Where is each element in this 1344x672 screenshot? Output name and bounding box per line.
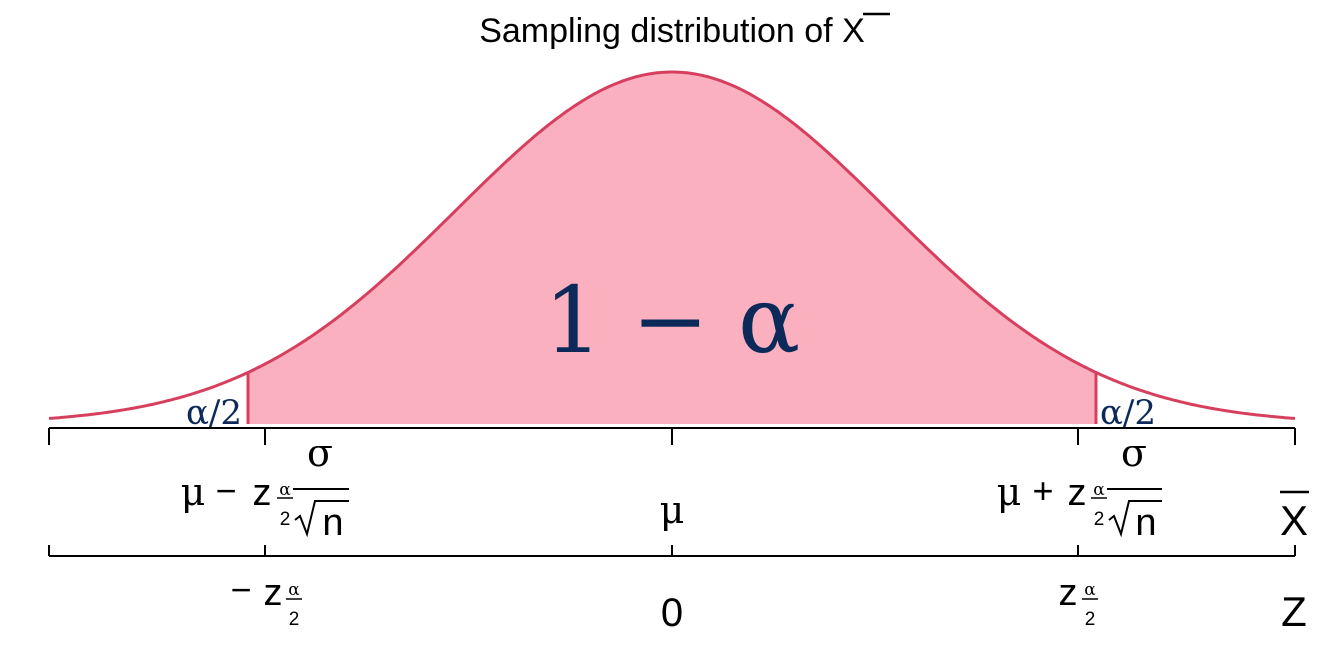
z-axis-name: Z — [1281, 588, 1307, 635]
left-sigma: σ — [307, 431, 333, 475]
left-n: n — [322, 502, 343, 544]
density-curve — [48, 70, 1296, 420]
left-minus: − — [215, 470, 236, 511]
z-left-frac-den: 2 — [289, 609, 300, 630]
right-plus: + — [1032, 470, 1053, 511]
left-tail-label: α/2 — [186, 393, 242, 433]
z-center-label: 0 — [661, 591, 683, 635]
left-mu: μ — [181, 470, 206, 514]
xbar-axis-name: X — [1280, 497, 1308, 544]
confidence-area — [248, 72, 1096, 424]
right-mu: μ — [997, 470, 1022, 514]
xbar-right-critical-label: μ + z α 2 σ n — [997, 431, 1162, 544]
z-left-critical-label: − z α 2 — [230, 569, 302, 630]
right-tail-label: α/2 — [1100, 393, 1156, 433]
xbar-left-critical-label: μ − z α 2 σ n — [181, 431, 349, 544]
confidence-level-label: 1 − α — [544, 267, 800, 374]
right-z-frac-den: 2 — [1094, 509, 1105, 530]
right-n: n — [1135, 502, 1156, 544]
z-left-minus: − — [230, 569, 251, 610]
right-z-frac-num: α — [1093, 480, 1105, 500]
xbar-center-label: μ — [660, 488, 685, 532]
chart-title: Sampling distribution of X — [479, 12, 865, 50]
distribution-layer — [48, 70, 1296, 424]
right-z: z — [1068, 472, 1087, 514]
z-axis: − z α 2 0 z α 2 Z — [48, 545, 1307, 635]
z-left-z: z — [264, 572, 283, 614]
z-right-frac-den: 2 — [1085, 609, 1096, 630]
z-left-frac-num: α — [288, 580, 300, 600]
z-right-z: z — [1059, 572, 1078, 614]
z-right-critical-label: z α 2 — [1059, 572, 1098, 630]
z-right-frac-num: α — [1084, 580, 1096, 600]
right-sqrt-sign — [1108, 500, 1162, 538]
xbar-axis: μ − z α 2 σ n μ μ + z α 2 σ n X — [48, 427, 1309, 544]
left-z-frac-den: 2 — [280, 509, 291, 530]
left-z-frac-num: α — [279, 480, 291, 500]
right-sigma: σ — [1121, 431, 1147, 475]
title-symbol: X — [842, 12, 865, 50]
title-prefix: Sampling distribution of — [479, 12, 842, 50]
left-sqrt-sign — [294, 500, 349, 538]
left-z: z — [253, 472, 272, 514]
